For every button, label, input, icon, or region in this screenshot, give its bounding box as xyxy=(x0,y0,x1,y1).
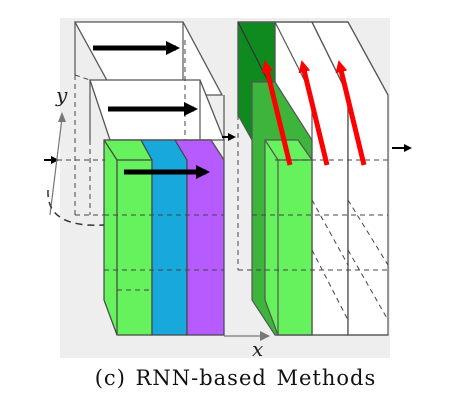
dashed-arc-icon xyxy=(47,189,105,226)
left-slab-edges xyxy=(74,22,225,161)
y-axis-icon xyxy=(49,117,63,216)
figure-caption: (c) RNN-based Methods xyxy=(94,366,377,390)
y-axis-label: y xyxy=(55,83,68,107)
red-arrows xyxy=(261,60,367,166)
black-arrows xyxy=(93,41,210,179)
right-volume xyxy=(237,21,389,336)
red-arrow-icon xyxy=(261,60,293,166)
right-dashed-lines xyxy=(237,115,389,321)
red-arrow-icon xyxy=(335,60,367,166)
front-columns xyxy=(103,139,225,336)
red-arrow-icon xyxy=(298,60,330,166)
axes: y x xyxy=(47,83,270,361)
left-dashed-lines xyxy=(48,40,224,291)
x-axis-label: x xyxy=(252,337,263,361)
